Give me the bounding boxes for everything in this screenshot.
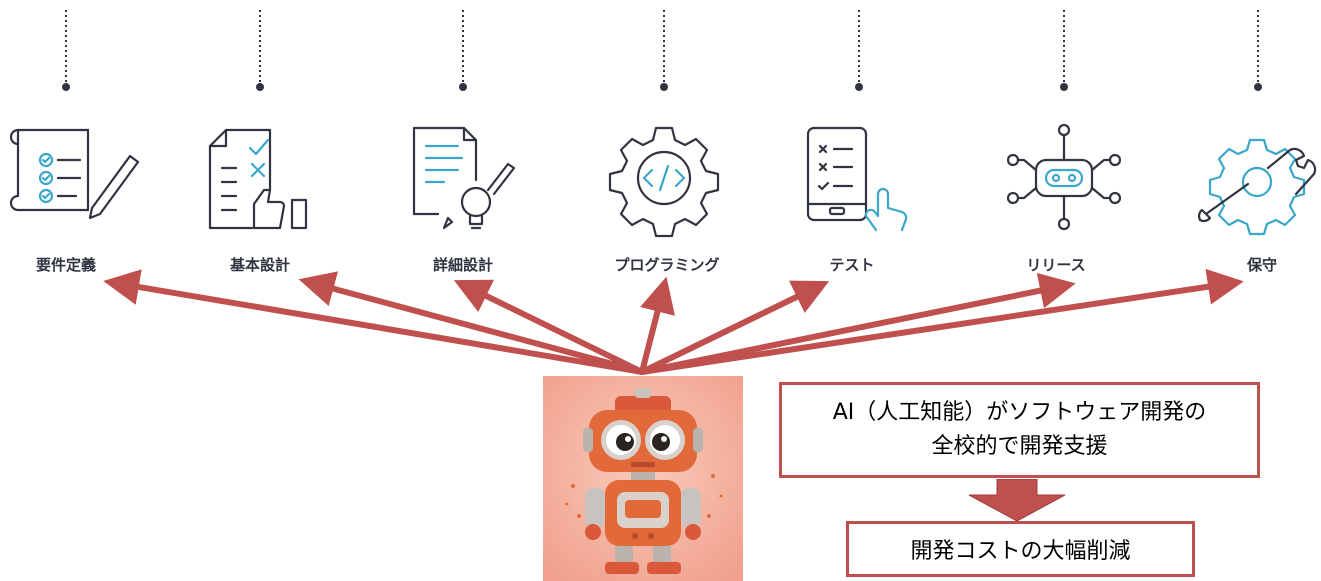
- timeline-dots: [62, 83, 1262, 91]
- phase-label-maintenance: 保守: [1246, 256, 1278, 274]
- callout-line-2: 全校的で開発支援: [931, 434, 1108, 459]
- result-down-arrow: [968, 479, 1066, 521]
- gear-code-icon: [608, 126, 720, 238]
- phase-label-basic-design: 基本設計: [229, 256, 291, 274]
- phase-label-requirements: 要件定義: [35, 256, 97, 274]
- timeline-connectors: [65, 10, 1259, 84]
- support-arrows: [103, 268, 1244, 375]
- phase-label-release: リリース: [1026, 256, 1086, 274]
- cost-reduction-result: 開発コストの大幅削減: [846, 521, 1195, 577]
- gear-wrench-icon: [1197, 138, 1317, 236]
- phase-label-test: テスト: [829, 256, 875, 274]
- result-text: 開発コストの大幅削減: [910, 539, 1131, 564]
- robot-network-icon: [1006, 123, 1122, 231]
- orange-robot-illustration: [543, 376, 743, 581]
- ai-support-callout: AI（人工知能）がソフトウェア開発の 全校的で開発支援: [779, 382, 1260, 478]
- callout-line-1: AI（人工知能）がソフトウェア開発の: [832, 400, 1207, 425]
- document-lightbulb-pencil-icon: [412, 126, 516, 230]
- phase-label-programming: プログラミング: [614, 256, 720, 274]
- phase-label-detailed-design: 詳細設計: [432, 256, 494, 274]
- tablet-checklist-touch-icon: [806, 126, 908, 232]
- requirements-checklist-pencil-icon: [9, 128, 140, 220]
- document-thumbs-up-icon: [208, 128, 308, 230]
